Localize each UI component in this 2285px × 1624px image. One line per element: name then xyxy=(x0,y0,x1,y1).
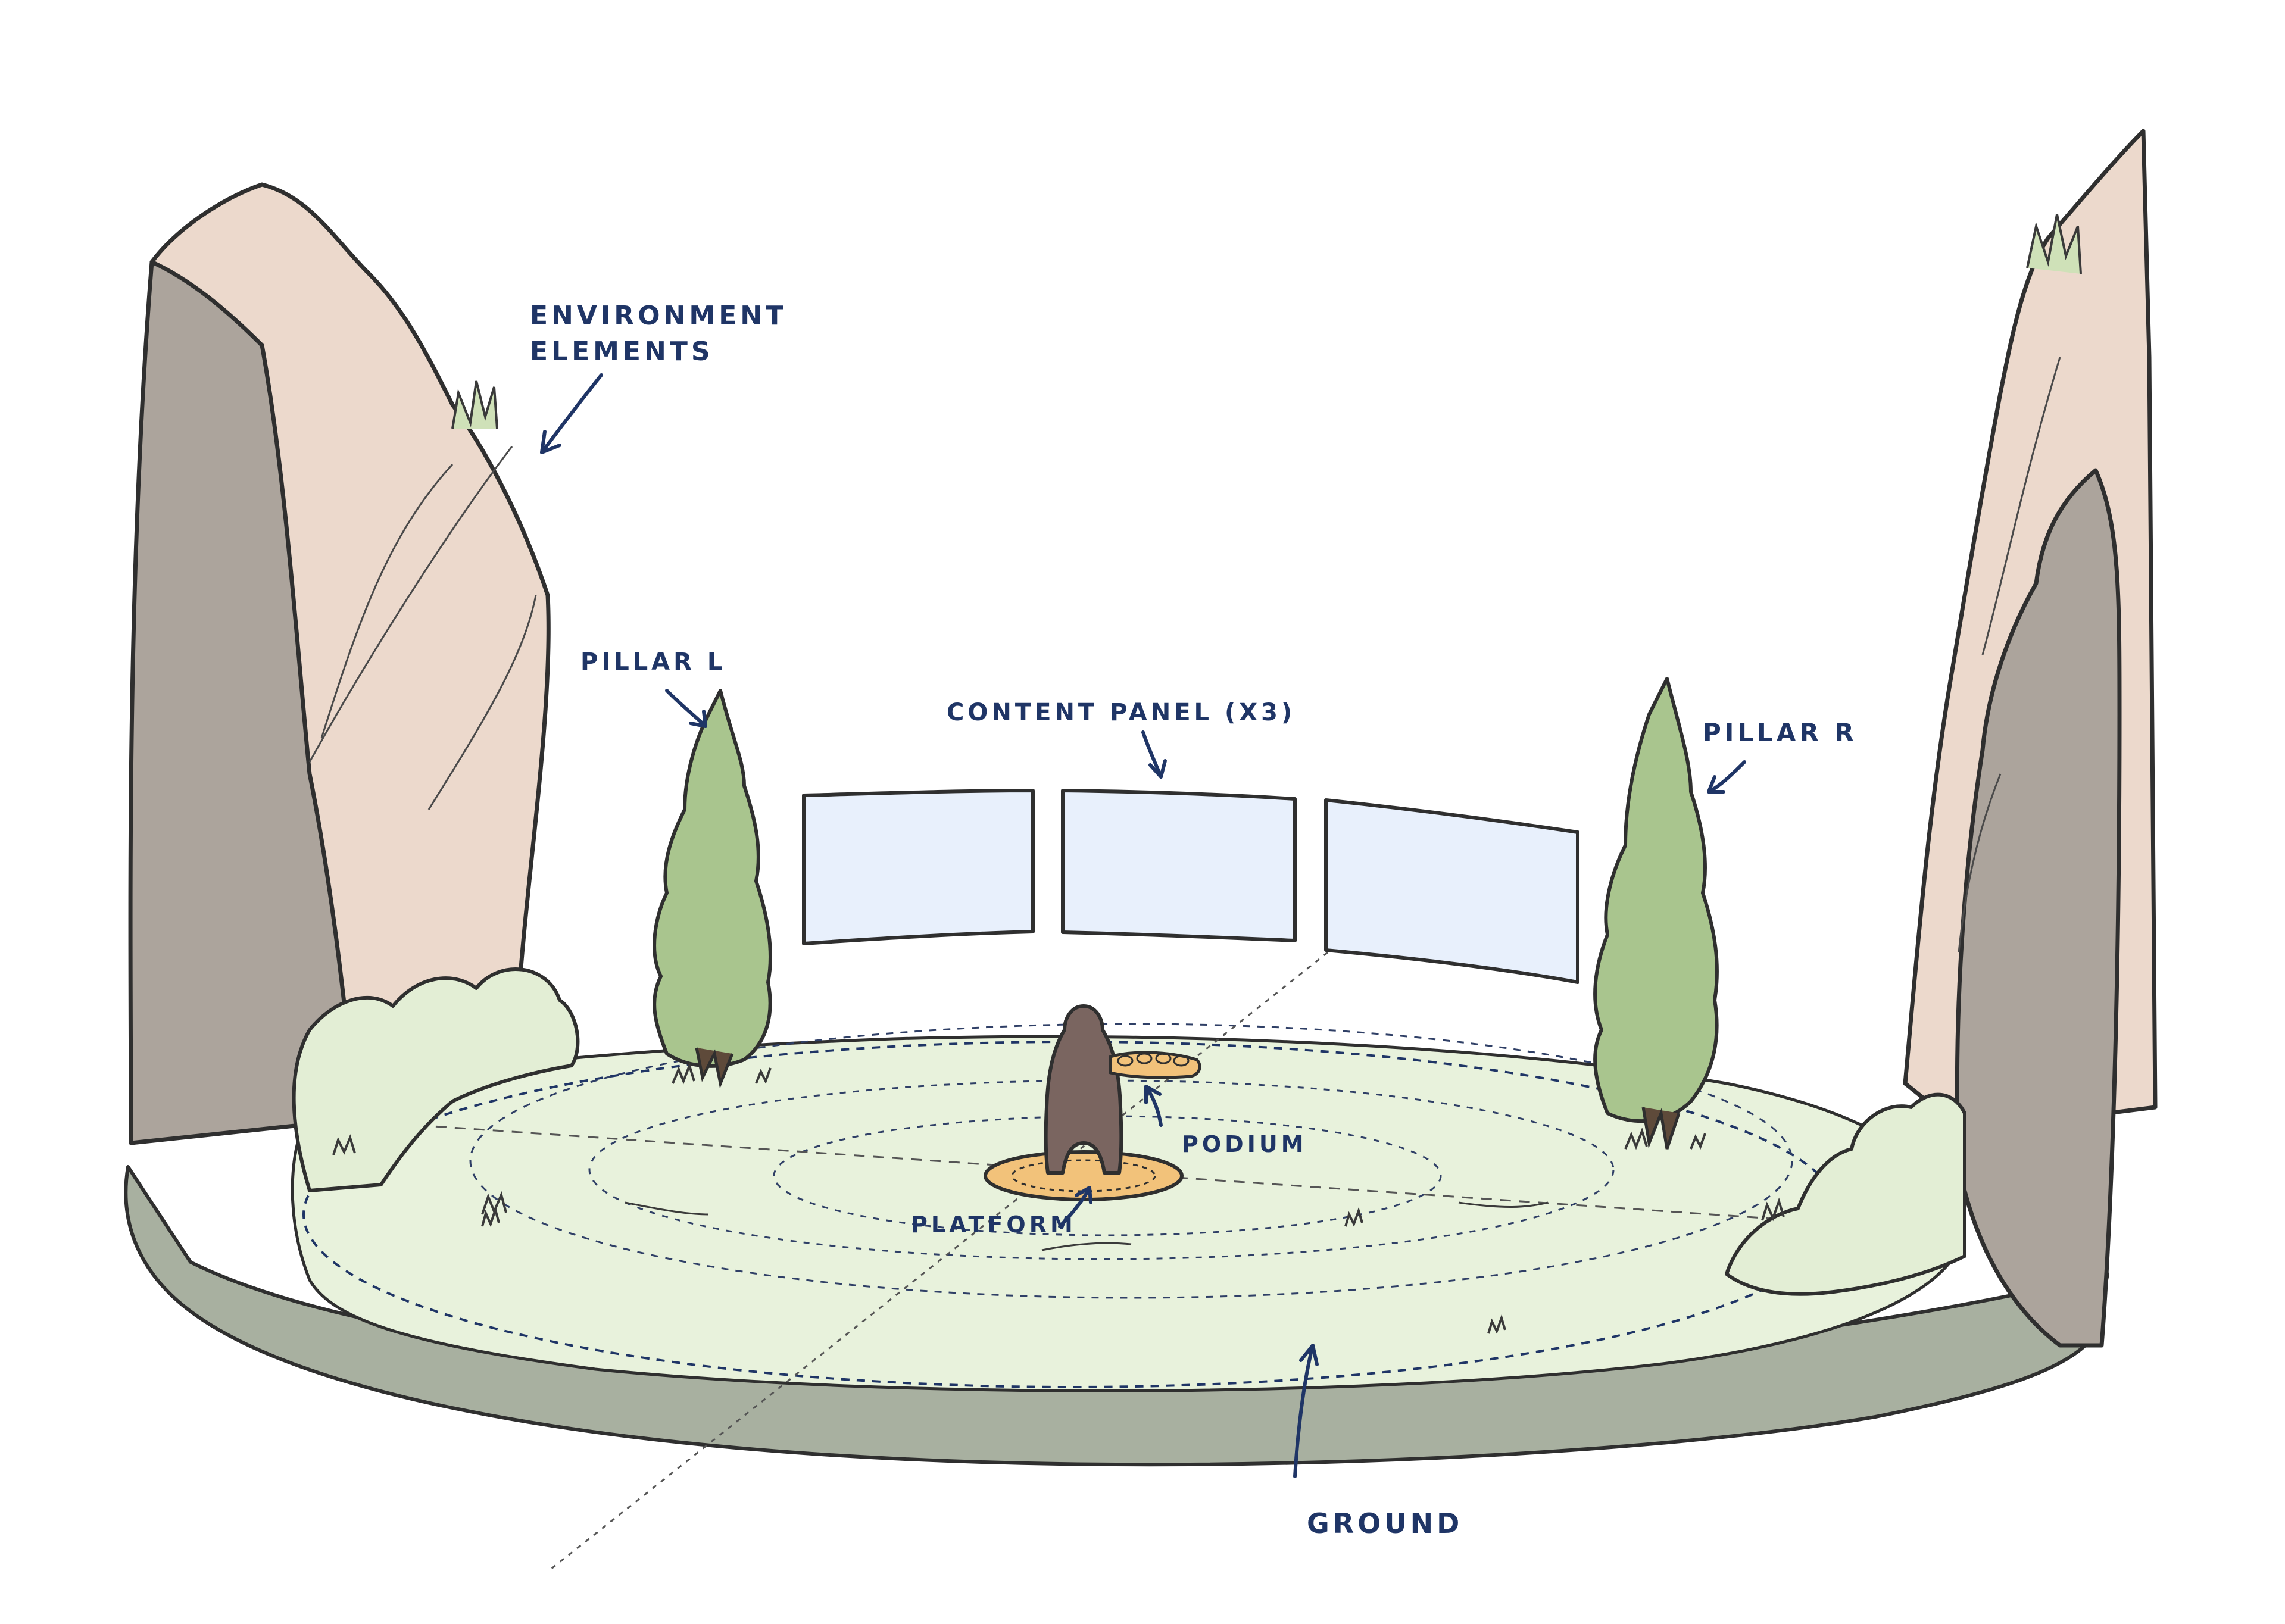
label-pillar-right: PILLAR R xyxy=(1703,718,1858,747)
pillar-left-foliage xyxy=(653,689,772,1068)
ground-axis-diagonal xyxy=(547,951,1328,1573)
podium-buttons xyxy=(1117,1053,1190,1067)
pillar-right-foliage xyxy=(1593,677,1719,1123)
ground-ring-outer xyxy=(469,1023,1793,1299)
rock-right xyxy=(1903,129,2158,1348)
content-panels xyxy=(802,789,1579,984)
pillar-left-trunk xyxy=(695,1047,734,1089)
ground-ring-middle xyxy=(588,1079,1615,1260)
content-panel-arrow xyxy=(1141,730,1167,779)
bush-right-grass xyxy=(1761,1197,1785,1222)
content-panel-2 xyxy=(1061,789,1297,942)
podium xyxy=(1044,1004,1201,1175)
label-content-panel: CONTENT PANEL (X3) xyxy=(947,699,1296,726)
bush-left xyxy=(292,967,580,1215)
bush-right xyxy=(1725,1092,1966,1296)
pillar-left-grass xyxy=(672,1061,772,1085)
pillar-right-tree xyxy=(1593,677,1719,1150)
rock-left-crack-2 xyxy=(320,463,454,739)
rock-right-crack-2 xyxy=(1958,773,2002,953)
rock-right-shadow xyxy=(1955,468,2122,1348)
ground-arrow xyxy=(1293,1344,1319,1478)
ground xyxy=(124,951,2109,1573)
pillar-left-tree xyxy=(653,689,772,1089)
annotation-arrows xyxy=(540,373,1746,1478)
podium-arrow xyxy=(1144,1085,1163,1127)
pillar-right-trunk xyxy=(1641,1107,1681,1150)
rock-left-crack-3 xyxy=(427,595,537,810)
rock-left-shadow xyxy=(128,260,360,1145)
label-environment-line1: ENVIRONMENT xyxy=(530,301,787,331)
rock-left-grass xyxy=(451,380,498,429)
pillar-right-arrow xyxy=(1707,760,1746,794)
rock-right-crack-1 xyxy=(1981,357,2061,655)
pillar-right-grass xyxy=(1624,1127,1706,1150)
annotation-labels: ENVIRONMENT ELEMENTS PILLAR L CONTENT PA… xyxy=(530,301,1858,1539)
bush-left-grass-2 xyxy=(332,1134,356,1155)
platform-inner-dash xyxy=(1011,1159,1156,1192)
pillar-left-arrow xyxy=(665,689,707,728)
rock-left xyxy=(128,182,551,1145)
content-panel-3 xyxy=(1324,798,1579,984)
ground-ring-inner xyxy=(773,1115,1442,1236)
rock-left-crack-1 xyxy=(308,446,513,763)
label-podium: PODIUM xyxy=(1182,1131,1307,1157)
ground-sketch-marks xyxy=(481,1201,1549,1335)
label-ground: GROUND xyxy=(1307,1507,1463,1539)
label-platform: PLATFORM xyxy=(911,1211,1076,1238)
label-environment-line2: ELEMENTS xyxy=(530,336,714,367)
rock-right-grass xyxy=(2026,214,2082,274)
label-pillar-left: PILLAR L xyxy=(580,648,726,676)
environment-arrow xyxy=(540,373,603,454)
platform-arrow xyxy=(1058,1186,1092,1228)
content-panel-1 xyxy=(802,789,1035,945)
